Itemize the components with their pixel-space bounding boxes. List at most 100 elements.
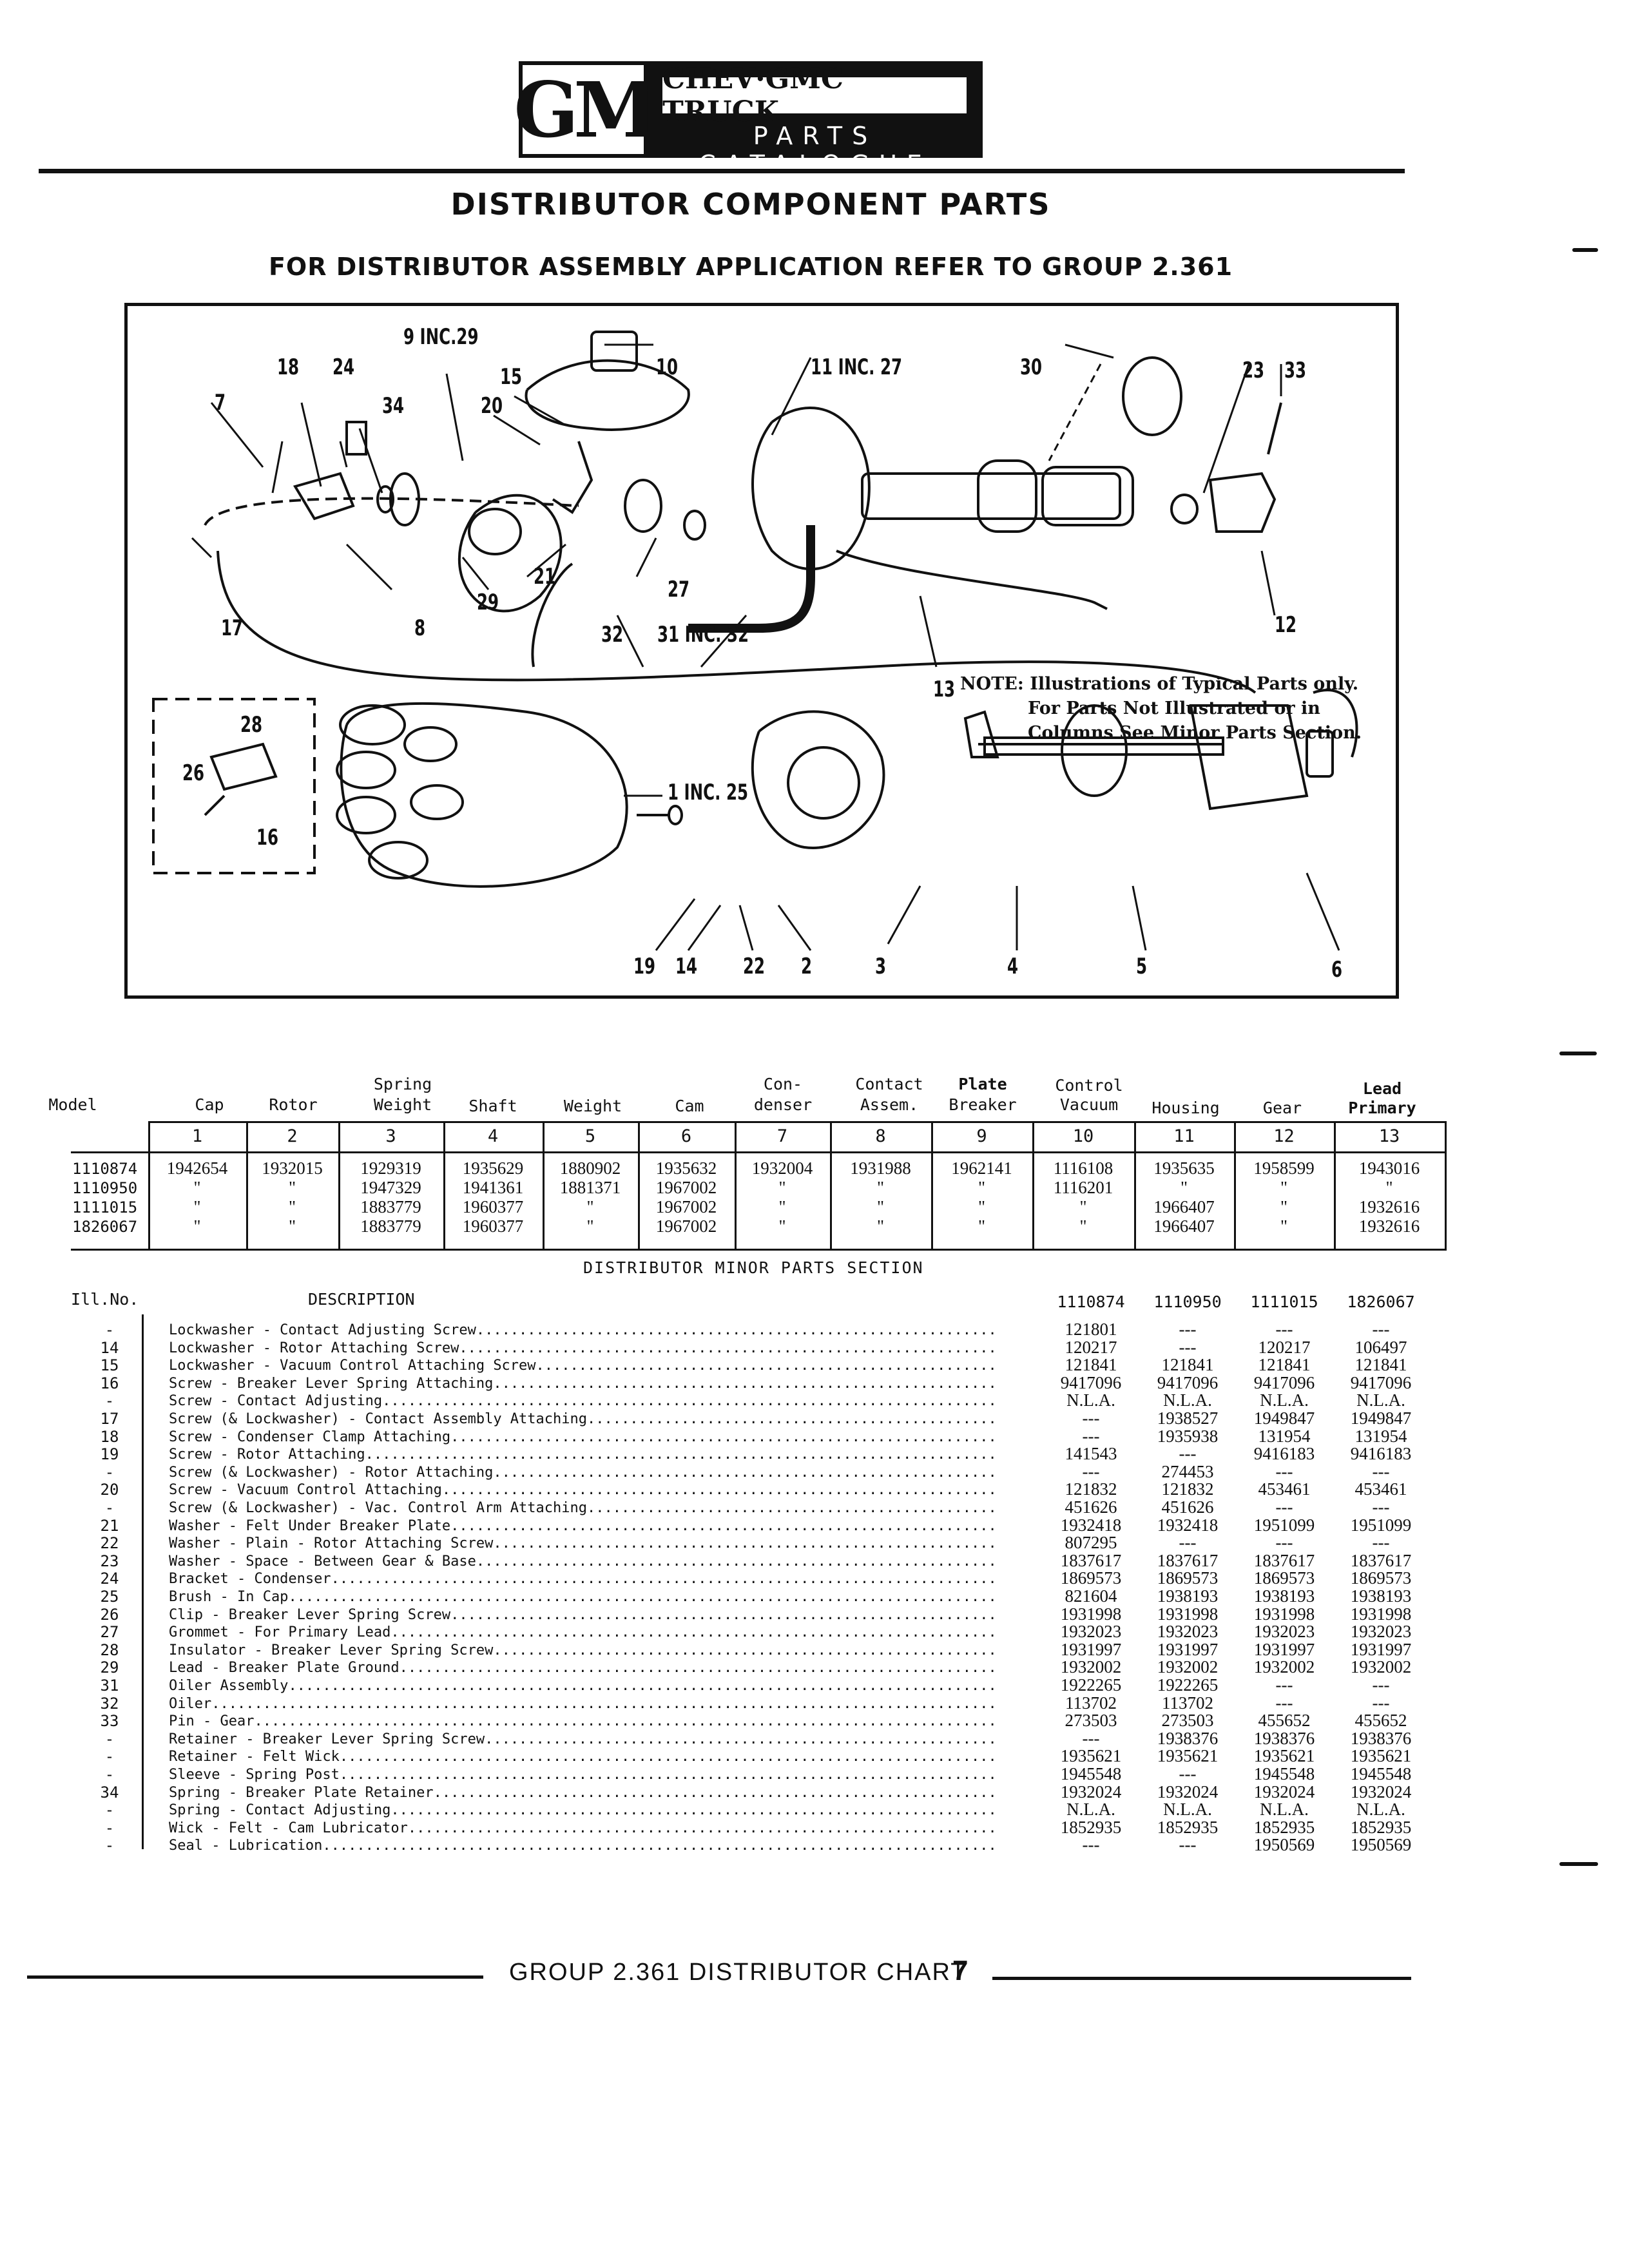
leader-dots: ........................................… (535, 1358, 1000, 1374)
minor-row-description-text: Screw - Rotor Attaching (169, 1446, 365, 1463)
diagram-note: NOTE: Illustrations of Typical Parts onl… (960, 672, 1362, 745)
callout-29: 29 (477, 590, 499, 615)
minor-row-part-number: 821604 (1065, 1586, 1117, 1606)
model-header-4: 1826067 (1347, 1293, 1415, 1311)
table-cell: " (1280, 1197, 1288, 1216)
minor-row-description-text: Sleeve - Spring Post (169, 1767, 340, 1783)
minor-row-part-number: --- (1179, 1764, 1197, 1783)
footer-rule-left (27, 1975, 483, 1979)
minor-row-part-number: 1938193 (1253, 1586, 1315, 1606)
table-divider (543, 1121, 545, 1249)
minor-row-part-number: N.L.A. (1066, 1390, 1115, 1410)
page-title: DISTRIBUTOR COMPONENT PARTS (450, 187, 1051, 222)
table-cell: 1116201 (1053, 1178, 1113, 1197)
callout-8: 8 (414, 615, 426, 641)
minor-row-part-number: 1951099 (1350, 1515, 1412, 1535)
leader-dots: ........................................… (365, 1446, 1000, 1463)
minor-row-description: Screw (& Lockwasher) - Contact Assembly … (169, 1411, 1000, 1427)
minor-row-part-number: 121841 (1354, 1355, 1407, 1375)
minor-row-part-number: 451626 (1065, 1497, 1117, 1517)
oiler-lead (531, 562, 574, 668)
callout-3: 3 (875, 954, 887, 979)
callout-32: 32 (601, 622, 624, 648)
table-divider (735, 1121, 737, 1249)
minor-row-part-number: 121801 (1065, 1320, 1117, 1339)
page-number: 7 (952, 1955, 969, 1986)
minor-row-description-text: Oiler (169, 1695, 212, 1712)
column-number: 6 (680, 1126, 692, 1146)
primary-lead (836, 550, 1108, 610)
callout-11: 11 INC. 27 (811, 354, 903, 380)
footer-rule-right (992, 1977, 1411, 1980)
callout-30: 30 (1020, 354, 1043, 380)
header-lead-1: Lead (1362, 1079, 1402, 1098)
table-divider (931, 1121, 933, 1249)
callout-20: 20 (481, 393, 503, 419)
callout-6: 6 (1331, 957, 1343, 983)
minor-row-description: Screw (& Lockwasher) - Vac. Control Arm … (169, 1500, 1000, 1516)
leader-dots: ........................................… (288, 1589, 1000, 1605)
gm-logo-mark: GM (514, 61, 658, 158)
housing-shaft (861, 472, 1121, 520)
leader-dots: ........................................… (399, 1660, 1000, 1677)
minor-row-part-number: 120217 (1258, 1337, 1311, 1357)
table-row-model: 1826067 (72, 1218, 138, 1236)
leader-dots: ........................................… (254, 1713, 1000, 1730)
column-number: 11 (1173, 1126, 1195, 1146)
callout-26: 26 (182, 760, 205, 786)
minor-row-part-number: 1932023 (1060, 1622, 1122, 1642)
header-weight: Weight (563, 1097, 622, 1115)
minor-row-ill-no: 29 (100, 1658, 119, 1677)
header-control-1: Control (1055, 1076, 1123, 1095)
callout-31: 31 INC. 32 (657, 622, 749, 648)
minor-row-part-number: --- (1372, 1693, 1390, 1713)
table-cell: 1935629 (462, 1158, 524, 1178)
minor-row-part-number: 1869573 (1253, 1568, 1315, 1588)
minor-row-part-number: 1935621 (1253, 1746, 1315, 1766)
gear-pin (1267, 402, 1282, 455)
callout-28: 28 (240, 712, 263, 738)
inset-box (152, 698, 316, 874)
minor-row-part-number: --- (1082, 1408, 1100, 1428)
minor-row-part-number: --- (1372, 1461, 1390, 1481)
callout-9: 9 INC.29 (403, 324, 479, 350)
table-cell: " (778, 1197, 786, 1216)
column-number: 10 (1072, 1126, 1094, 1146)
minor-row-description-text: Spring - Contact Adjusting (169, 1802, 391, 1819)
table-cell: 1941361 (462, 1178, 524, 1197)
note-line-3: Columns See Minor Parts Section. (1028, 723, 1362, 743)
leader-dots: ........................................… (493, 1375, 1000, 1392)
minor-row-part-number: 1837617 (1157, 1550, 1219, 1570)
minor-row-description: Wick - Felt - Cam Lubricator............… (169, 1820, 1000, 1836)
table-cell: 1116108 (1053, 1158, 1113, 1178)
table-cell: " (1385, 1178, 1393, 1197)
table-cell: " (1180, 1178, 1188, 1197)
minor-row-description: Screw - Rotor Attaching.................… (169, 1446, 1000, 1463)
callout-12: 12 (1275, 612, 1297, 638)
minor-row-ill-no: 26 (100, 1605, 119, 1624)
minor-row-ill-no: 15 (100, 1356, 119, 1375)
table-cell: " (193, 1197, 201, 1216)
minor-row-part-number: 121841 (1065, 1355, 1117, 1375)
diagram-drawing (152, 331, 1358, 951)
minor-row-part-number: 453461 (1258, 1479, 1311, 1499)
table-cell: " (586, 1197, 594, 1216)
minor-row-part-number: --- (1179, 1835, 1197, 1855)
minor-row-part-number: N.L.A. (1260, 1390, 1309, 1410)
leader-dots: ........................................… (288, 1678, 1000, 1694)
leader-dots: ........................................… (450, 1428, 1000, 1445)
table-cell: " (1079, 1197, 1087, 1216)
column-number: 3 (385, 1126, 396, 1146)
callout-14: 14 (675, 954, 698, 979)
minor-row-description: Lockwasher - Contact Adjusting Screw....… (169, 1322, 1000, 1338)
header-spring-1: Spring (373, 1075, 432, 1093)
table-cell: 1935635 (1153, 1158, 1215, 1178)
minor-row-part-number: 1932418 (1157, 1515, 1219, 1535)
callout-23: 23 (1242, 358, 1265, 383)
table-cell: 1960377 (462, 1197, 524, 1216)
minor-row-description: Washer - Space - Between Gear & Base....… (169, 1553, 1000, 1570)
leader-dots: ........................................… (450, 1606, 1000, 1623)
minor-row-description: Grommet - For Primary Lead..............… (169, 1624, 1000, 1640)
minor-row-description-text: Grommet - For Primary Lead (169, 1624, 391, 1641)
minor-row-part-number: 1931997 (1253, 1639, 1315, 1659)
